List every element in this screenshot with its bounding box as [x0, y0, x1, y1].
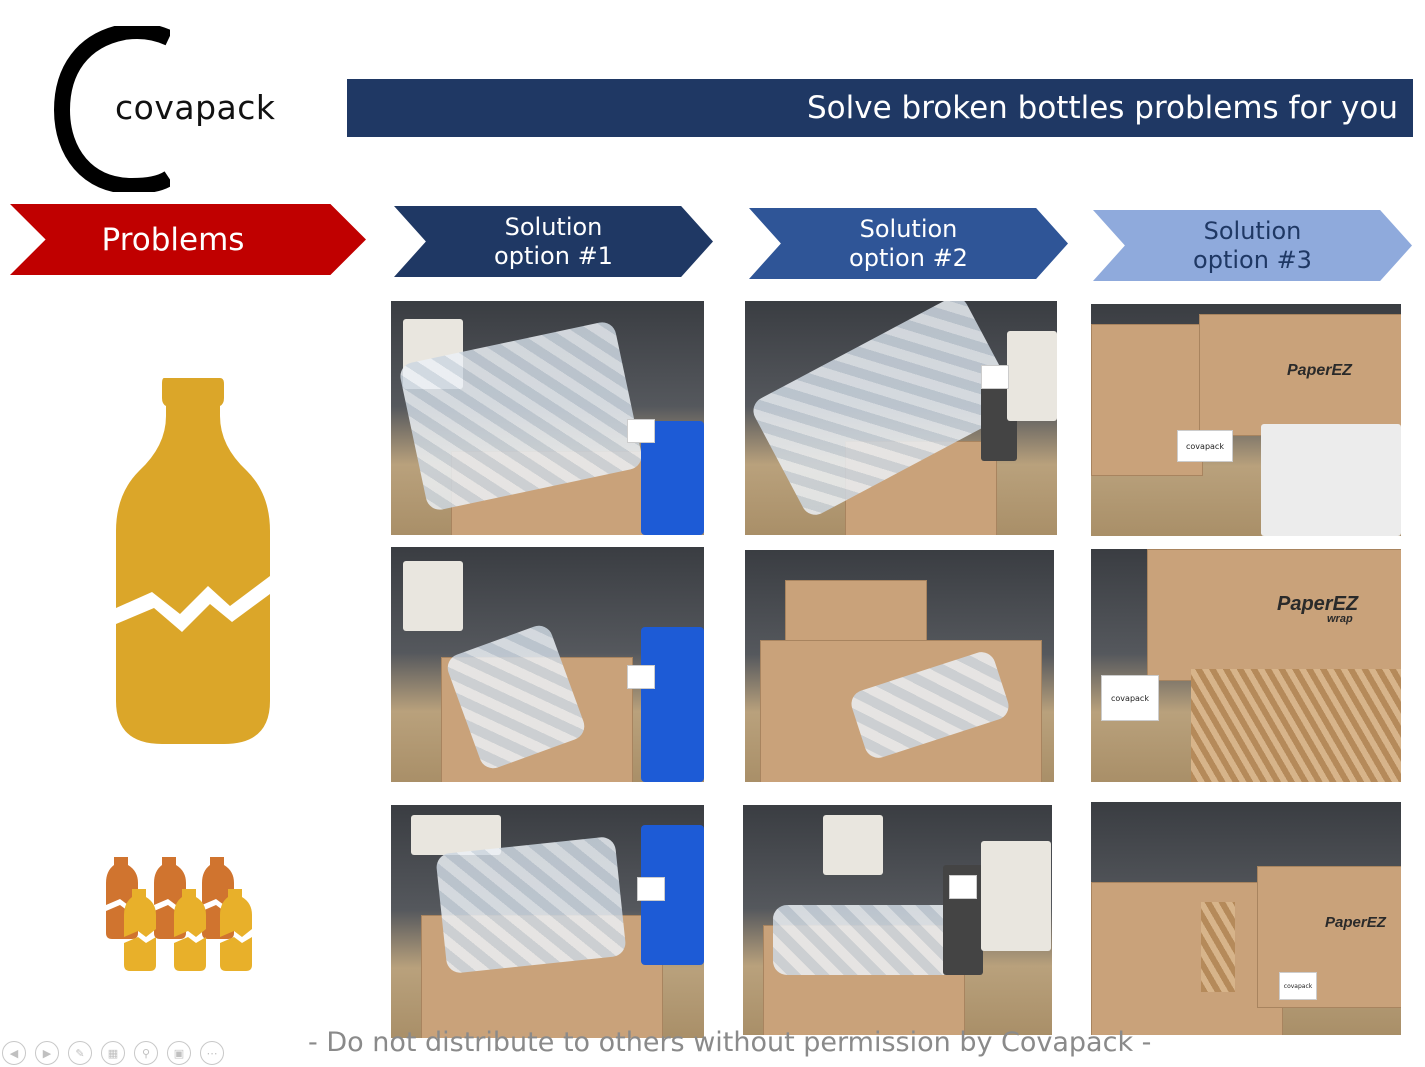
photo-solution3-step2: PaperEZ wrap covapack [1091, 549, 1401, 782]
header-solution-1-label: Solution option #1 [494, 212, 613, 270]
previous-icon[interactable]: ◀ [2, 1041, 26, 1065]
photo-solution2-step2 [745, 550, 1054, 782]
photo-solution2-step1 [745, 301, 1057, 535]
covapack-card-1: covapack [1186, 441, 1224, 451]
slides-icon[interactable]: ▦ [101, 1041, 125, 1065]
subtitles-icon[interactable]: ▣ [167, 1041, 191, 1065]
covapack-card-2: covapack [1111, 693, 1149, 703]
pen-icon[interactable]: ✎ [68, 1041, 92, 1065]
header-solution-1: Solution option #1 [394, 206, 713, 277]
photo-solution3-step3: PaperEZ covapack [1091, 802, 1401, 1035]
header-solution-3-label: Solution option #3 [1193, 216, 1312, 274]
paperez-brand-label-2: PaperEZ [1277, 593, 1359, 615]
broken-bottles-group-icon [106, 857, 252, 971]
photo-solution1-step2 [391, 547, 704, 782]
more-icon[interactable]: ⋯ [200, 1041, 224, 1065]
covapack-card-3: covapack [1283, 982, 1313, 990]
next-icon[interactable]: ▶ [35, 1041, 59, 1065]
covapack-wordmark: covapack [115, 88, 276, 127]
header-problems: Problems [10, 204, 366, 275]
broken-bottle-icon [116, 378, 270, 744]
header-problems-label: Problems [101, 221, 245, 258]
header-solution-2: Solution option #2 [749, 208, 1068, 279]
paperez-brand-sub-2: wrap [1327, 613, 1353, 625]
photo-solution3-step1: PaperEZ covapack [1091, 304, 1401, 536]
slideshow-controls: ◀ ▶ ✎ ▦ ⚲ ▣ ⋯ [2, 1041, 224, 1065]
photo-solution1-step3 [391, 805, 704, 1038]
photo-solution1-step1 [391, 301, 704, 535]
title-banner: Solve broken bottles problems for you [347, 79, 1413, 137]
page-title: Solve broken bottles problems for you [806, 90, 1398, 126]
distribution-notice: - Do not distribute to others without pe… [308, 1027, 1152, 1058]
paperez-brand-label-3: PaperEZ [1325, 914, 1386, 931]
paperez-brand-label-1: PaperEZ [1287, 362, 1352, 379]
covapack-logo-c [53, 26, 170, 192]
header-solution-2-label: Solution option #2 [849, 214, 968, 272]
zoom-icon[interactable]: ⚲ [134, 1041, 158, 1065]
header-solution-3: Solution option #3 [1093, 210, 1412, 281]
photo-solution2-step3 [743, 805, 1052, 1035]
